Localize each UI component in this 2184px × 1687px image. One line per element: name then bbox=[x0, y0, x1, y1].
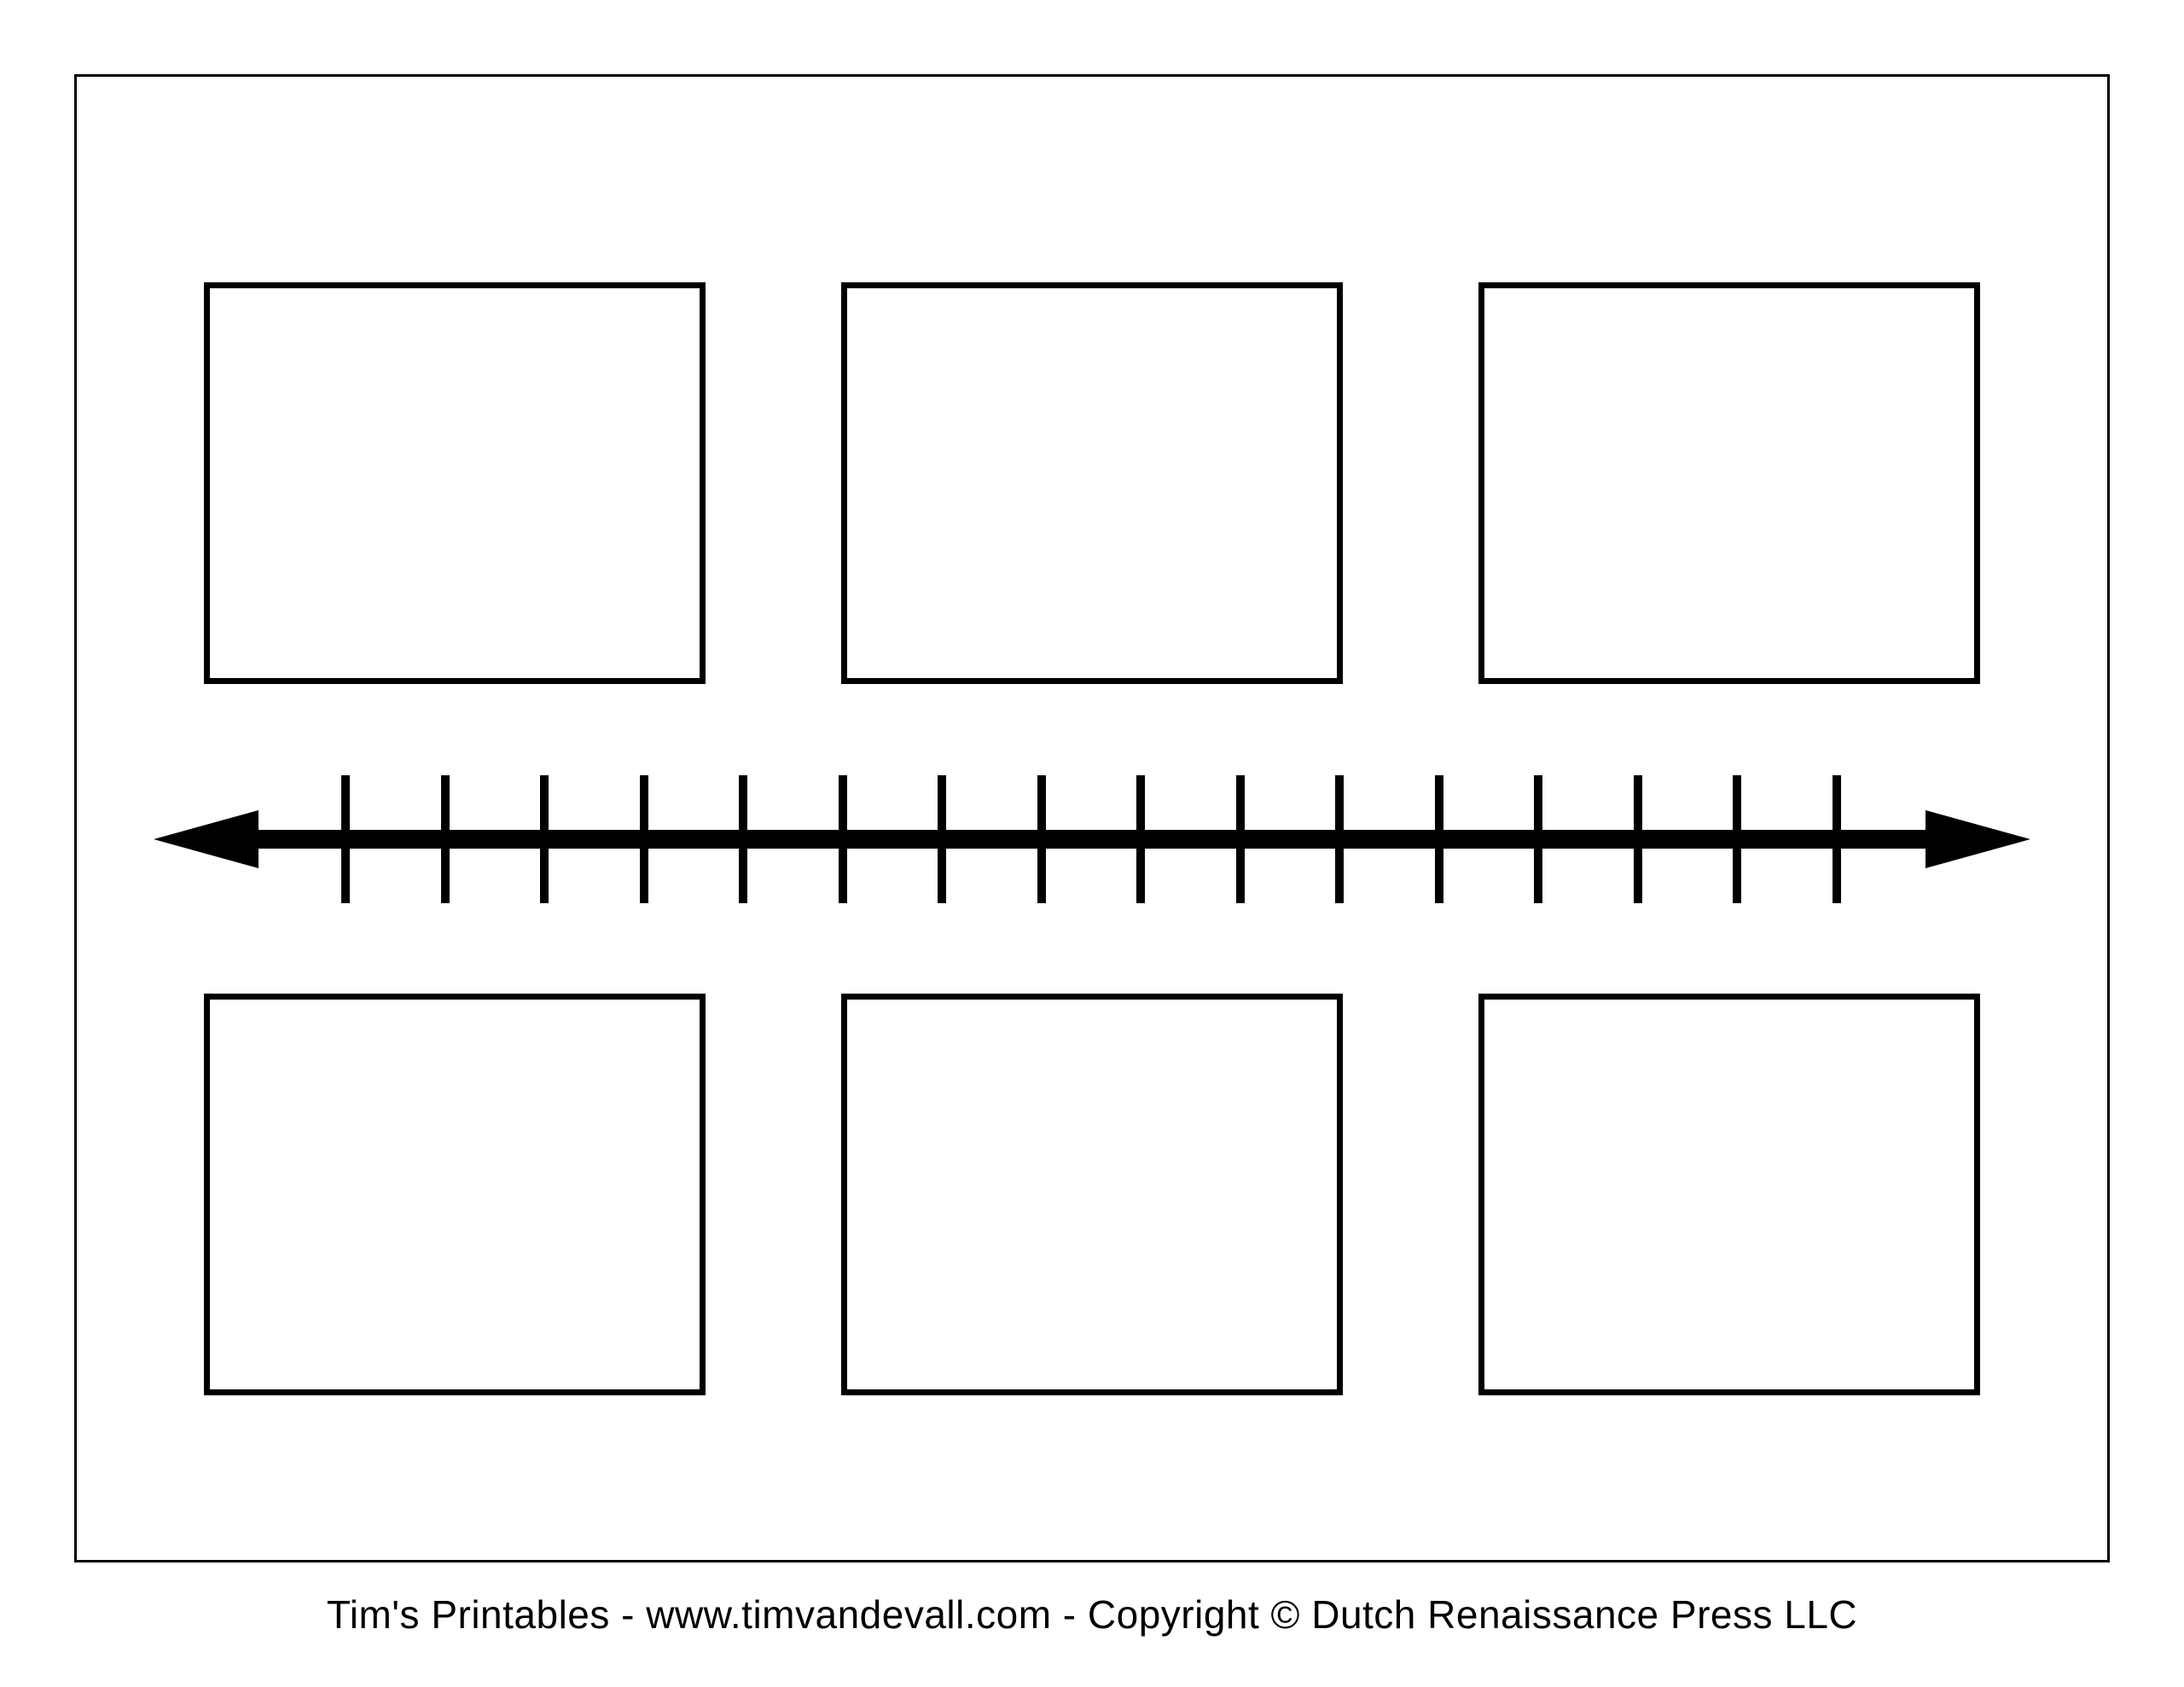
timeline-tick bbox=[1037, 775, 1046, 903]
event-box bbox=[1478, 282, 1980, 684]
arrowhead-left-icon bbox=[154, 810, 258, 868]
timeline-tick bbox=[938, 775, 946, 903]
timeline-tick bbox=[739, 775, 747, 903]
timeline-tick bbox=[1832, 775, 1841, 903]
timeline-tick bbox=[440, 775, 450, 903]
timeline-tick bbox=[1136, 775, 1145, 903]
timeline-tick bbox=[341, 775, 350, 903]
timeline-shaft bbox=[247, 830, 1937, 849]
event-box bbox=[204, 994, 706, 1395]
timeline-tick bbox=[1235, 775, 1245, 903]
timeline-tick bbox=[639, 775, 648, 903]
timeline-tick bbox=[1534, 775, 1542, 903]
timeline-tick bbox=[838, 775, 847, 903]
event-box bbox=[841, 282, 1343, 684]
event-box bbox=[841, 994, 1343, 1395]
timeline-tick bbox=[1633, 775, 1642, 903]
timeline-tick bbox=[540, 775, 549, 903]
event-box bbox=[204, 282, 706, 684]
footer-credit: Tim's Printables - www.timvandevall.com … bbox=[326, 1592, 1858, 1637]
event-box bbox=[1478, 994, 1980, 1395]
timeline-tick bbox=[1434, 775, 1443, 903]
timeline-tick bbox=[1733, 775, 1741, 903]
arrowhead-right-icon bbox=[1926, 810, 2030, 868]
timeline-tick bbox=[1335, 775, 1344, 903]
